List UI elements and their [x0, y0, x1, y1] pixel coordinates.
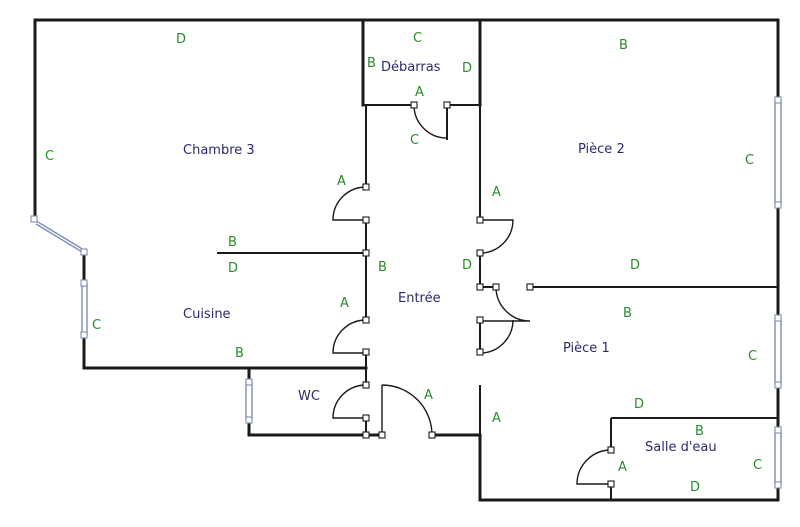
door-debarras	[413, 104, 448, 139]
node	[476, 348, 484, 356]
wall-label: D	[228, 261, 238, 276]
wall-labels: D C C B D A C B C A A B D B D D A C B B …	[45, 31, 762, 495]
node	[378, 431, 386, 439]
room-piece2: Pièce 2	[578, 142, 625, 157]
wall-label: A	[415, 85, 424, 100]
wall-label: C	[413, 31, 422, 46]
window-node	[80, 248, 88, 256]
wall-label: A	[424, 388, 433, 403]
room-salle-eau: Salle d'eau	[645, 440, 717, 455]
wall-label: B	[378, 260, 387, 275]
window-salle	[774, 430, 782, 485]
window-wc	[245, 382, 253, 420]
wall-nodes	[30, 96, 782, 489]
wall-label: C	[753, 458, 762, 473]
wall-label: B	[228, 235, 237, 250]
window-cuisine	[81, 283, 88, 335]
door-wc	[332, 384, 367, 419]
wall-label: C	[748, 349, 757, 364]
node	[362, 381, 370, 389]
wall-label: D	[462, 258, 472, 273]
wall-label: C	[92, 318, 101, 333]
node	[476, 316, 484, 324]
node	[362, 348, 370, 356]
room-cuisine: Cuisine	[183, 307, 231, 322]
node	[443, 101, 451, 109]
node	[607, 480, 615, 488]
wall-label: D	[690, 480, 700, 495]
wall-label: D	[630, 258, 640, 273]
wall-label: D	[176, 32, 186, 47]
wall-label: A	[618, 460, 627, 475]
wall-label: C	[410, 133, 419, 148]
node	[362, 249, 370, 257]
node	[476, 249, 484, 257]
node	[492, 283, 500, 291]
door-salle	[576, 449, 612, 485]
wall-bottom-right	[478, 433, 780, 502]
room-chambre3: Chambre 3	[183, 143, 255, 158]
wall-label: D	[462, 61, 472, 76]
window-node	[245, 378, 253, 386]
node	[428, 431, 436, 439]
wall-label: C	[45, 149, 54, 164]
window-node	[30, 215, 38, 223]
wall-label: B	[623, 306, 632, 321]
door-piece1-upper	[480, 286, 531, 322]
window-piece1	[774, 318, 782, 385]
window-chambre-diagonal	[32, 218, 88, 256]
node	[476, 283, 484, 291]
door-piece2	[479, 219, 514, 254]
node	[607, 446, 615, 454]
wall-label: A	[340, 296, 349, 311]
doors	[332, 104, 612, 485]
room-piece1: Pièce 1	[563, 341, 610, 356]
node	[362, 414, 370, 422]
node	[476, 216, 484, 224]
window-node	[774, 381, 782, 389]
room-names: Chambre 3 Débarras Pièce 2 Entrée Cuisin…	[183, 60, 717, 455]
wall-label: C	[745, 153, 754, 168]
window-node	[774, 426, 782, 434]
node	[362, 216, 370, 224]
window-node	[80, 331, 88, 339]
room-wc: WC	[298, 389, 320, 404]
room-entree: Entrée	[398, 291, 441, 306]
node	[362, 316, 370, 324]
window-node	[774, 201, 782, 209]
node	[526, 283, 534, 291]
wall-label: A	[492, 185, 501, 200]
wall-label: B	[695, 424, 704, 439]
node	[362, 431, 370, 439]
door-chambre3	[332, 186, 367, 221]
door-cuisine	[332, 319, 367, 354]
window-node	[774, 314, 782, 322]
node	[362, 183, 370, 191]
door-piece1	[479, 319, 514, 354]
window-node	[774, 96, 782, 104]
window-node	[774, 481, 782, 489]
window-node	[245, 416, 253, 424]
wall-label: B	[619, 38, 628, 53]
walls	[33, 18, 780, 502]
window-piece2	[774, 100, 782, 205]
wall-label: B	[367, 56, 376, 71]
door-entrance	[381, 384, 433, 436]
node	[410, 101, 418, 109]
wall-label: D	[634, 397, 644, 412]
wall-label: A	[337, 174, 346, 189]
window-node	[80, 279, 88, 287]
wall-label: A	[492, 411, 501, 426]
wall-label: B	[235, 346, 244, 361]
windows	[32, 100, 782, 485]
room-debarras: Débarras	[381, 60, 441, 75]
